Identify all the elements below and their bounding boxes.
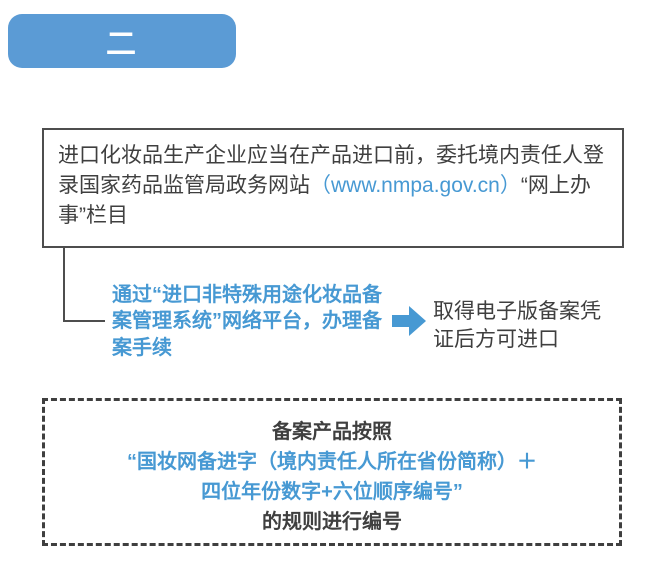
nmpa-url-text: （www.nmpa.gov.cn） xyxy=(310,173,521,197)
connector-vertical-line xyxy=(63,248,65,322)
rule-line-4: 的规则进行编号 xyxy=(262,511,402,533)
arrow-tail xyxy=(392,315,409,327)
connector-horizontal-line xyxy=(63,320,105,322)
main-instruction-box: 进口化妆品生产企业应当在产品进口前，委托境内责任人登录国家药品监管局政务网站（w… xyxy=(42,128,624,248)
section-badge-label: 二 xyxy=(106,28,138,61)
arrow-right-icon xyxy=(392,306,428,336)
rule-line-2: “国妆网备进字（境内责任人所在省份简称）＋ xyxy=(127,451,537,473)
main-instruction-text-after: “网上办事”栏目 xyxy=(58,173,591,227)
rule-line-1: 备案产品按照 xyxy=(272,421,392,443)
result-text: 取得电子版备案凭证后方可进口 xyxy=(433,300,601,351)
arrow-head xyxy=(409,306,426,336)
rule-line-3: 四位年份数字+六位顺序编号” xyxy=(201,481,463,503)
section-badge: 二 xyxy=(8,14,236,68)
numbering-rule-box: 备案产品按照 “国妆网备进字（境内责任人所在省份简称）＋ 四位年份数字+六位顺序… xyxy=(42,398,622,546)
filing-step-text: 通过“进口非特殊用途化妆品备案管理系统”网络平台，办理备案手续 xyxy=(112,284,382,359)
main-instruction-text: 进口化妆品生产企业应当在产品进口前，委托境内责任人登录国家药品监管局政务网站 xyxy=(58,144,604,197)
